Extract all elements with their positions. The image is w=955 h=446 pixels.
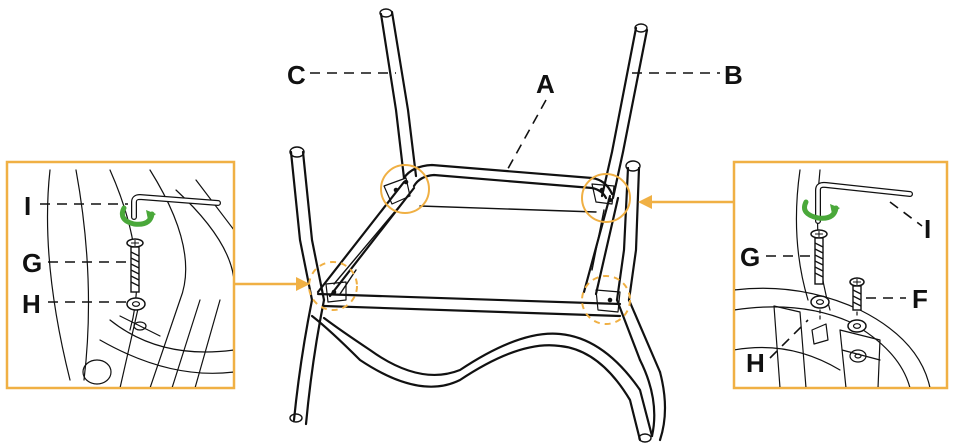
rotate-clockwise-icon: [802, 199, 840, 221]
highlight-markers: [308, 164, 631, 325]
chair-frame: [289, 8, 667, 443]
label-left-i: I: [24, 191, 31, 221]
detail-panel-right: I G F H: [732, 160, 949, 390]
label-left-g: G: [22, 248, 42, 278]
highlight-circle-front-left: [308, 261, 358, 311]
highlight-circle-rear-right: [581, 173, 631, 223]
leader-a: [504, 99, 547, 175]
label-b: B: [724, 60, 743, 90]
washer-icon: [126, 297, 146, 311]
label-right-f: F: [912, 284, 928, 314]
connector-arrow-left: [234, 277, 310, 291]
label-right-g: G: [740, 242, 760, 272]
washer-icon: [847, 319, 867, 333]
label-right-i: I: [924, 214, 931, 244]
label-c: C: [287, 60, 306, 90]
screw-icon: [126, 238, 144, 293]
screw-icon: [810, 229, 828, 285]
connector-arrow-right: [638, 195, 734, 209]
screw-icon: [849, 277, 865, 311]
highlight-circle-front-right: [581, 275, 631, 325]
part-callouts: C B A: [287, 60, 743, 175]
washer-icon: [810, 295, 830, 309]
label-a: A: [536, 69, 555, 99]
detail-panel-left: I G H: [5, 160, 236, 390]
highlight-circle-rear-left: [380, 164, 430, 214]
label-left-h: H: [22, 289, 41, 319]
label-right-h: H: [746, 348, 765, 378]
rotate-clockwise-icon: [119, 205, 156, 227]
